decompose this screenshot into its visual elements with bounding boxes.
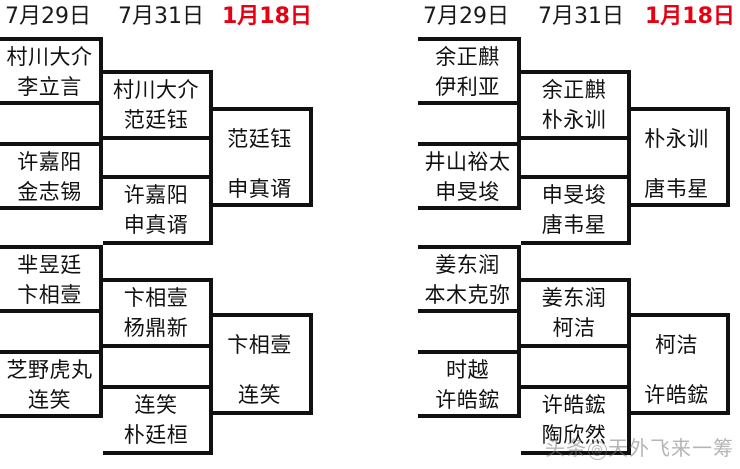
match-r-r2-2[interactable]: 申旻埈 唐韦星 <box>521 175 631 245</box>
player-name: 唐韦星 <box>644 177 709 201</box>
match-l-r1-4[interactable]: 芝野虎丸 连笑 <box>0 350 103 418</box>
match-l-r2-2[interactable]: 许嘉阳 申真谞 <box>103 175 213 245</box>
match-r-r3-1[interactable]: 朴永训 唐韦星 <box>627 107 730 207</box>
player-name: 朴廷桓 <box>123 423 189 447</box>
player-name: 姜东润 <box>541 286 607 310</box>
player-name: 许皓鋐 <box>435 388 500 412</box>
player-name: 申旻埈 <box>435 180 500 204</box>
match-r-r1-2[interactable]: 井山裕太 申旻埈 <box>418 142 521 210</box>
connector-l-r1-34 <box>99 313 103 350</box>
match-r-r2-4[interactable]: 许皓鋐 陶欣然 <box>521 385 631 455</box>
player-name: 余正麒 <box>541 78 607 102</box>
player-name: 村川大介 <box>6 45 93 69</box>
player-name: 范廷钰 <box>227 127 292 151</box>
header-left-round1: 7月29日 <box>5 4 91 29</box>
match-l-r2-1[interactable]: 村川大介 范廷钰 <box>103 70 213 140</box>
header-right-round1: 7月29日 <box>423 4 509 29</box>
connector-r-r2-34 <box>627 348 631 385</box>
match-r-r1-1[interactable]: 余正麒 伊利亚 <box>418 37 521 105</box>
match-l-r2-4[interactable]: 连笑 朴廷桓 <box>103 385 213 455</box>
match-l-r1-1[interactable]: 村川大介 李立言 <box>0 37 103 105</box>
match-l-r2-3[interactable]: 卞相壹 杨鼎新 <box>103 278 213 348</box>
player-name: 芝野虎丸 <box>6 358 93 382</box>
player-name: 许嘉阳 <box>17 150 82 174</box>
player-name: 申真谞 <box>227 177 292 201</box>
player-name: 柯洁 <box>655 333 698 357</box>
watermark-name: 天外飞来一筹 <box>608 436 734 460</box>
header-right-final: 1月18日 <box>645 4 735 29</box>
header-right-round2: 7月31日 <box>538 4 624 29</box>
connector-r-r2-12 <box>627 140 631 175</box>
match-l-r1-2[interactable]: 许嘉阳 金志锡 <box>0 142 103 210</box>
player-name: 时越 <box>446 358 489 382</box>
connector-l-r2-12 <box>209 140 213 175</box>
player-name: 芈昱廷 <box>17 253 82 277</box>
watermark-prefix: 头条 <box>545 436 587 460</box>
connector-l-r1-12 <box>99 105 103 142</box>
connector-r-r1-34 <box>517 313 521 350</box>
player-name: 金志锡 <box>17 180 82 204</box>
player-name: 申旻埈 <box>541 183 607 207</box>
player-name: 许皓鋐 <box>644 383 709 407</box>
match-l-r1-3[interactable]: 芈昱廷 卞相壹 <box>0 245 103 313</box>
player-name: 连笑 <box>134 393 178 417</box>
match-l-r3-2[interactable]: 卞相壹 连笑 <box>210 313 313 415</box>
player-name: 伊利亚 <box>435 75 500 99</box>
connector-r-r1-12 <box>517 105 521 142</box>
player-name: 连笑 <box>28 388 71 412</box>
match-r-r1-4[interactable]: 时越 许皓鋐 <box>418 350 521 418</box>
player-name: 卞相壹 <box>17 283 82 307</box>
player-name: 本木克弥 <box>424 283 511 307</box>
match-r-r2-3[interactable]: 姜东润 柯洁 <box>521 278 631 348</box>
watermark-at-icon: @ <box>588 441 607 460</box>
player-name: 李立言 <box>17 75 82 99</box>
player-name: 柯洁 <box>552 316 596 340</box>
player-name: 连笑 <box>238 383 281 407</box>
player-name: 井山裕太 <box>424 150 511 174</box>
player-name: 唐韦星 <box>541 213 607 237</box>
player-name: 朴永训 <box>541 108 607 132</box>
player-name: 朴永训 <box>644 127 709 151</box>
match-l-r3-1[interactable]: 范廷钰 申真谞 <box>210 107 313 207</box>
player-name: 余正麒 <box>435 45 500 69</box>
player-name: 许皓鋐 <box>541 393 607 417</box>
header-left-final: 1月18日 <box>222 4 312 29</box>
player-name: 杨鼎新 <box>123 316 189 340</box>
header-left-round2: 7月31日 <box>118 4 204 29</box>
player-name: 姜东润 <box>435 253 500 277</box>
player-name: 范廷钰 <box>123 108 189 132</box>
watermark: 头条@天外飞来一筹 <box>545 432 734 461</box>
player-name: 卞相壹 <box>123 286 189 310</box>
player-name: 许嘉阳 <box>123 183 189 207</box>
match-r-r2-1[interactable]: 余正麒 朴永训 <box>521 70 631 140</box>
player-name: 卞相壹 <box>227 333 292 357</box>
match-r-r1-3[interactable]: 姜东润 本木克弥 <box>418 245 521 313</box>
match-r-r3-2[interactable]: 柯洁 许皓鋐 <box>627 313 730 415</box>
connector-l-r2-34 <box>209 348 213 385</box>
player-name: 申真谞 <box>123 213 189 237</box>
player-name: 村川大介 <box>113 78 199 102</box>
